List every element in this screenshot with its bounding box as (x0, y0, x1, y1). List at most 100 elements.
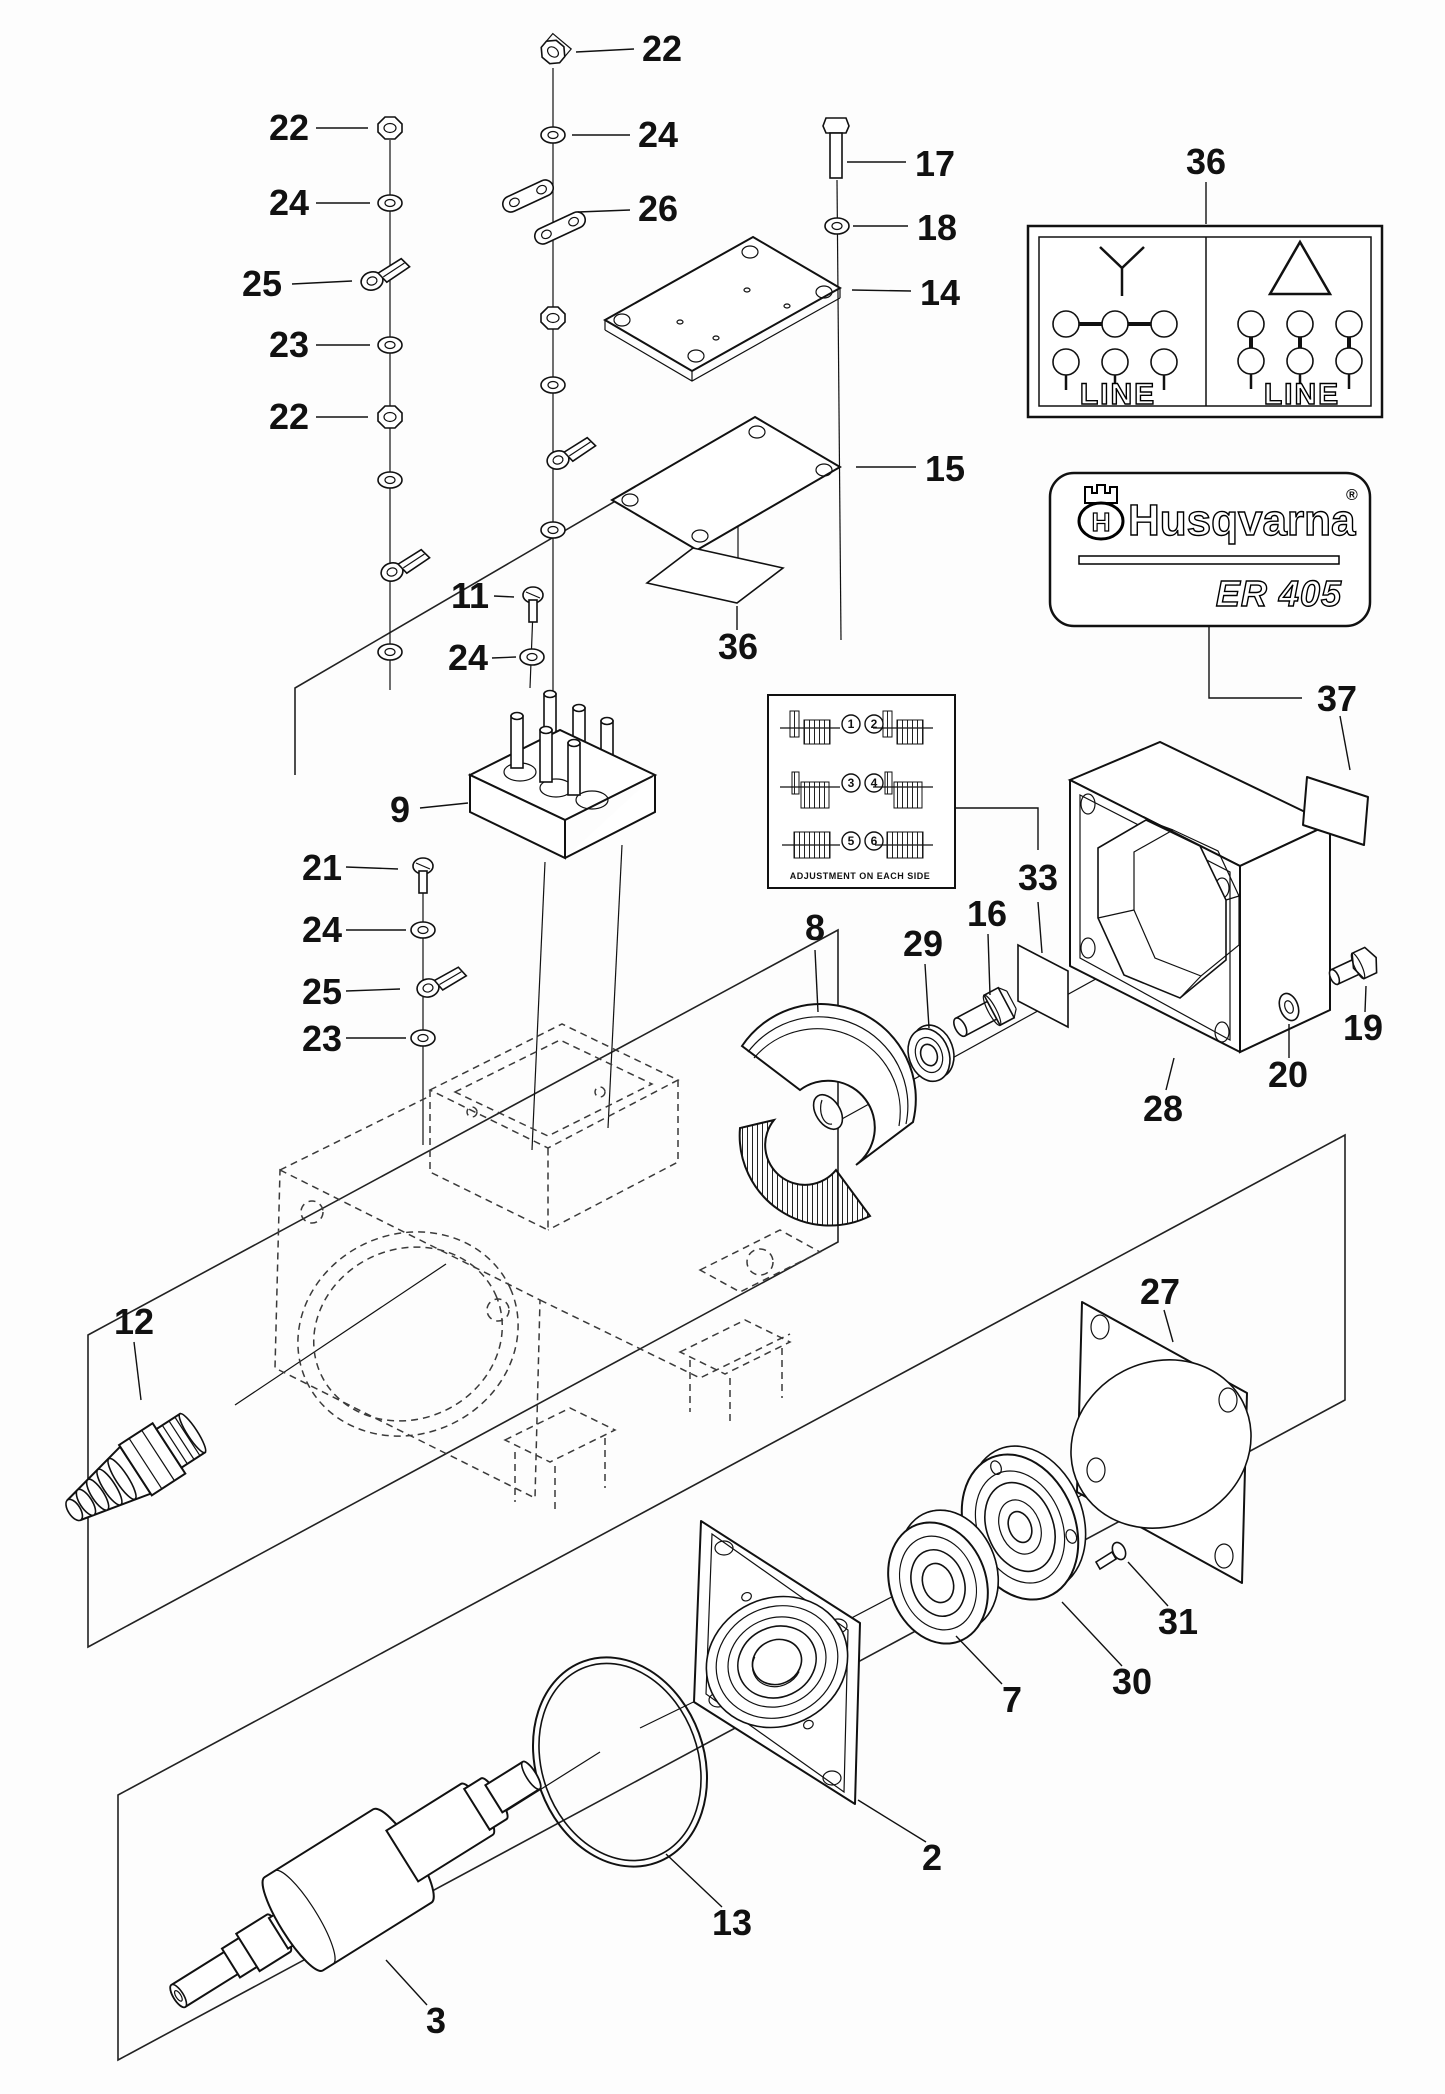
model-label-37: H Husqvarna ® ER 405 (1048, 471, 1372, 628)
washer-24c (410, 921, 436, 939)
gasket-15 (610, 415, 842, 552)
model-text: ER 405 (1216, 573, 1342, 614)
leader-line-21 (345, 866, 399, 870)
pos-5: 5 (848, 834, 855, 848)
part-callout-2: 2 (922, 1837, 942, 1878)
part-callout-22: 22 (269, 396, 309, 437)
bolt-16 (953, 986, 1017, 1038)
o-ring-13 (531, 1656, 709, 1868)
part-callout-24: 24 (638, 114, 678, 155)
sticker-33-placement (1017, 943, 1069, 1029)
part-callout-24: 24 (269, 182, 309, 223)
line-text-left: LINE (1080, 378, 1156, 411)
brand-logo-text: Husqvarna (1128, 496, 1356, 545)
part-callout-37: 37 (1317, 678, 1357, 719)
link-bar (501, 179, 555, 213)
part-callout-23: 23 (269, 324, 309, 365)
screw-21 (412, 857, 434, 894)
part-callout-3: 3 (426, 2000, 446, 2041)
callout-layer: 2224252322222426171814153636112492124252… (114, 28, 1383, 2041)
part-callout-13: 13 (712, 1902, 752, 1943)
pos-6: 6 (871, 834, 878, 848)
leader-line-27 (1163, 1309, 1174, 1343)
adjustment-label-33: 1 2 3 4 5 6 ADJUSTMENT ON EACH SIDE (767, 694, 956, 889)
part-callout-24: 24 (302, 909, 342, 950)
screw-11 (522, 586, 544, 623)
part-callout-25: 25 (302, 971, 342, 1012)
part-callout-8: 8 (805, 907, 825, 948)
position-numbers (841, 714, 884, 851)
leader-line-24 (491, 656, 517, 659)
part-callout-14: 14 (920, 272, 960, 313)
bolt-17 (822, 117, 850, 179)
bearing-7 (887, 1509, 1000, 1645)
part-callout-20: 20 (1268, 1054, 1308, 1095)
part-callout-9: 9 (390, 789, 410, 830)
leader-line-12 (133, 1341, 142, 1401)
leader-line-30 (1061, 1601, 1123, 1667)
leader-line-29 (924, 963, 930, 1029)
part-callout-21: 21 (302, 847, 342, 888)
leader-line-9 (419, 802, 469, 809)
part-callout-36: 36 (1186, 141, 1226, 182)
part-callout-23: 23 (302, 1018, 342, 1059)
adjustment-text: ADJUSTMENT ON EACH SIDE (790, 871, 931, 881)
part-callout-25: 25 (242, 263, 282, 304)
gasket-27 (1070, 1301, 1252, 1584)
registered-mark: ® (1346, 487, 1358, 504)
part-callout-26: 26 (638, 188, 678, 229)
husqvarna-crown-icon: H (1077, 484, 1125, 541)
fastener-column-left (356, 116, 434, 661)
leader-line-25 (291, 280, 353, 285)
leader-line-16 (987, 933, 991, 996)
rotor-shaft-3 (169, 1760, 542, 2009)
leader-line-31 (1127, 1561, 1169, 1607)
part-callout-19: 19 (1343, 1007, 1383, 1048)
part-callout-22: 22 (269, 107, 309, 148)
fastener-column-middle (501, 32, 600, 539)
leader-line-8 (814, 949, 819, 1013)
sticker-36-placement (645, 547, 785, 604)
part-callout-31: 31 (1158, 1601, 1198, 1642)
part-callout-33: 33 (1018, 857, 1058, 898)
pos-1: 1 (848, 717, 855, 731)
part-callout-12: 12 (114, 1301, 154, 1342)
leader-line-14 (851, 289, 912, 292)
leader-line-2 (857, 1799, 927, 1843)
leader-line-26 (577, 209, 631, 213)
part-callout-29: 29 (903, 923, 943, 964)
part-callout-22: 22 (642, 28, 682, 69)
wye-terminals (1052, 310, 1178, 390)
leader-line-13 (665, 1853, 723, 1908)
pos-4: 4 (871, 776, 878, 790)
leader-line-19 (1364, 985, 1367, 1013)
cover-plate-14 (602, 235, 843, 382)
leader-line-28 (1165, 1057, 1175, 1091)
leader-line-25 (345, 988, 401, 992)
leader-line-11 (493, 595, 515, 598)
delta-terminals (1237, 310, 1363, 389)
motor-housing-hidden-outline (274, 1023, 822, 1510)
part-callout-36: 36 (718, 626, 758, 667)
terminal-studs-front (510, 711, 581, 796)
perspective-planes (87, 477, 1346, 2062)
screw-31 (1094, 1541, 1127, 1571)
leader-line-3 (385, 1959, 428, 2006)
terminal-block (467, 689, 658, 860)
delta-symbol-icon (1267, 239, 1333, 296)
end-flange-2 (693, 1520, 861, 1805)
cable-gland-12 (65, 1412, 207, 1522)
washer-23b (410, 1029, 436, 1047)
link-bar (533, 211, 587, 245)
line-text-right: LINE (1264, 378, 1340, 411)
pos-2: 2 (871, 717, 878, 731)
part-callout-24: 24 (448, 637, 488, 678)
sticker-37-plate (1302, 776, 1369, 846)
part-callout-11: 11 (451, 575, 489, 616)
wye-symbol-icon (1099, 246, 1145, 296)
part-callout-27: 27 (1140, 1271, 1180, 1312)
leader-line-22 (575, 48, 635, 53)
bolt-19 (1328, 946, 1378, 986)
